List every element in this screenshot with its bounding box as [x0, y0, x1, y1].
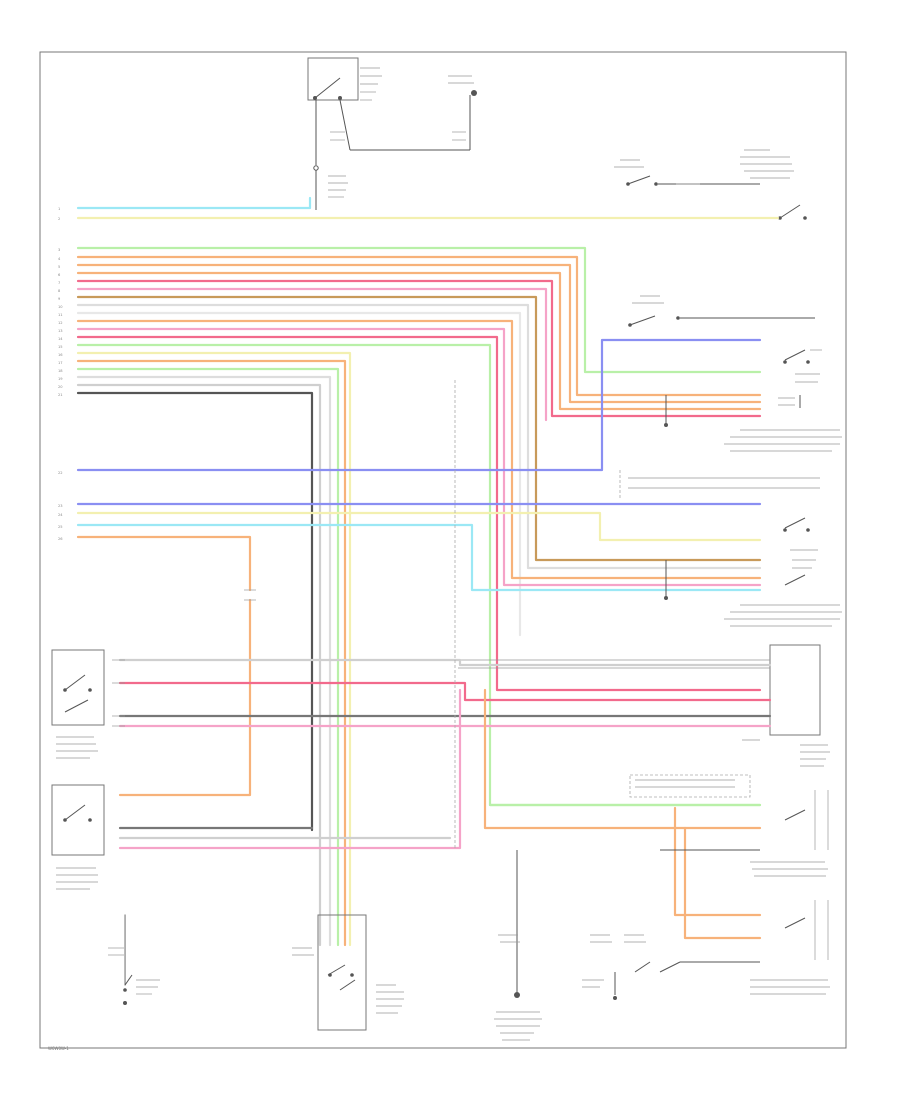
svg-text:26: 26	[58, 537, 63, 541]
switch-contact-icon	[313, 96, 317, 100]
diagram-frame	[39, 51, 847, 1049]
front-passenger-power-window	[292, 914, 404, 1031]
svg-text:18: 18	[58, 369, 63, 373]
svg-text:25: 25	[58, 525, 63, 529]
svg-text:23: 23	[58, 504, 63, 508]
svg-text:20: 20	[58, 385, 63, 389]
left-lower-switch	[108, 914, 160, 1005]
left-rear-door-lock-switch	[51, 688, 462, 890]
svg-text:6: 6	[58, 273, 61, 277]
svg-text:3: 3	[58, 248, 60, 252]
ground-icon	[123, 1001, 127, 1005]
ground-icon	[514, 992, 520, 998]
svg-text:10: 10	[58, 305, 63, 309]
connector-icon	[313, 165, 319, 171]
front-passenger-switch	[628, 295, 842, 452]
ground-icon	[664, 596, 668, 600]
svg-text:11: 11	[58, 313, 63, 317]
ground-icon	[471, 90, 477, 96]
svg-text:13: 13	[58, 329, 63, 333]
top-switch-module	[307, 57, 477, 210]
svg-text:14: 14	[58, 337, 63, 341]
diagram-id: W0W0W-1	[48, 1046, 69, 1051]
svg-text:9: 9	[58, 297, 61, 301]
right-rear-door-lock-switch	[51, 649, 125, 759]
svg-text:21: 21	[58, 393, 63, 397]
svg-text:1: 1	[58, 207, 60, 211]
power-window-section	[483, 688, 830, 1000]
svg-text:19: 19	[58, 377, 63, 381]
rear-left-switch	[628, 477, 842, 627]
svg-text:7: 7	[58, 281, 60, 285]
svg-text:8: 8	[58, 289, 61, 293]
svg-text:12: 12	[58, 321, 63, 325]
svg-text:24: 24	[58, 513, 63, 517]
left-door-switch	[614, 149, 807, 220]
svg-text:4: 4	[58, 257, 61, 261]
pin-labels-left: 1 2 3 4 5 6 7 8 9 10 11 12 13 14 15 16 1…	[58, 207, 63, 541]
ground-icon	[613, 996, 617, 1000]
right-connector-block	[118, 644, 830, 767]
svg-text:15: 15	[58, 345, 63, 349]
svg-text:2: 2	[58, 217, 60, 221]
svg-text:22: 22	[58, 471, 63, 475]
center-ground-module	[494, 850, 542, 1041]
svg-text:16: 16	[58, 353, 63, 357]
svg-text:5: 5	[58, 265, 60, 269]
ground-icon	[664, 423, 668, 427]
svg-text:17: 17	[58, 361, 63, 365]
main-harness: 1 2 3 4 5 6 7 8 9 10 11 12 13 14 15 16 1…	[58, 196, 780, 947]
